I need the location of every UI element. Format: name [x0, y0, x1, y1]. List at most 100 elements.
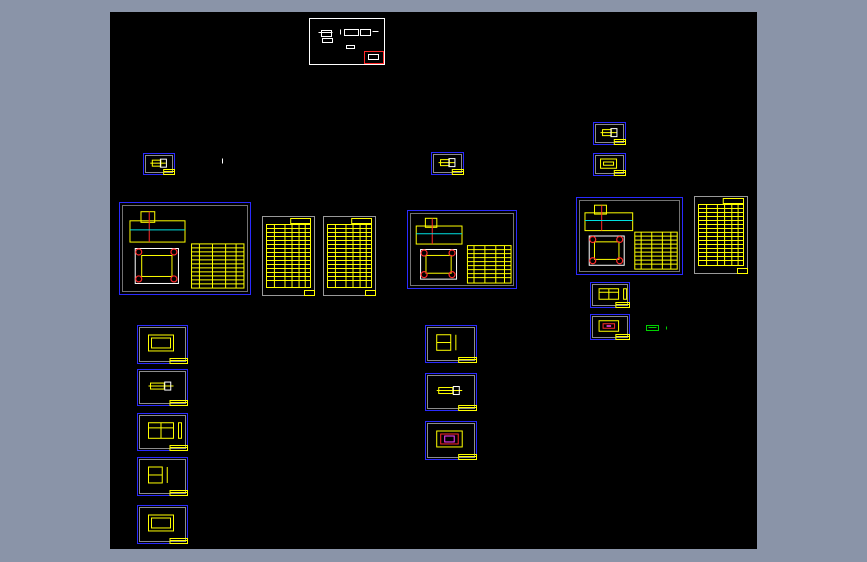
- part-outline: [436, 430, 463, 448]
- elevation-view: [129, 220, 186, 243]
- part-head: [164, 381, 172, 391]
- sheet-frame: [143, 153, 175, 175]
- table-title-block: [737, 268, 748, 274]
- part-outline: [600, 158, 618, 169]
- middle-assembly-sheet: [407, 210, 517, 289]
- left-part-sheet-5: [137, 505, 188, 544]
- table-frame: [323, 216, 376, 296]
- right-assembly-sheet: [576, 197, 683, 275]
- elevation-top: [424, 217, 438, 228]
- left-table-sheet-1: [262, 216, 315, 296]
- part-outline: [598, 320, 620, 332]
- sheet-frame: [425, 325, 477, 363]
- sheet-border: [427, 327, 475, 361]
- sheet-frame: [137, 369, 188, 406]
- sheet-border: [145, 155, 173, 173]
- sheet-frame: [593, 122, 626, 145]
- plan-cavity: [593, 241, 620, 260]
- plan-view: [588, 235, 625, 266]
- middle-part-sheet-3: [425, 421, 477, 460]
- guide-pin-hole: [420, 249, 428, 257]
- part-pocket: [151, 337, 171, 349]
- part-pocket: [603, 161, 615, 166]
- right-small-part-sheet-2: [593, 153, 626, 176]
- table-outline: [698, 204, 744, 266]
- sheet-frame: [137, 457, 188, 496]
- guide-pin-hole: [170, 275, 178, 283]
- sheet-frame: [137, 413, 188, 451]
- cover-glyph: [322, 38, 333, 43]
- middle-part-sheet-1: [425, 325, 477, 363]
- part-head: [452, 386, 460, 396]
- sheet-frame: [431, 152, 464, 175]
- cover-frame: [309, 18, 385, 65]
- sheet-frame: [590, 282, 630, 308]
- assembly-bom: [466, 245, 512, 284]
- part-cavity: [440, 433, 459, 445]
- part-side-view: [623, 288, 628, 300]
- middle-part-sheet-2: [425, 373, 477, 411]
- assembly-frame: [576, 197, 683, 275]
- left-part-sheet-3: [137, 413, 188, 451]
- plan-view: [134, 248, 179, 284]
- guide-pin-hole: [170, 248, 178, 256]
- plan-view: [420, 249, 458, 280]
- cover-glyph: [360, 29, 371, 36]
- cover-stamp: [364, 51, 384, 64]
- left-part-sheet-1: [137, 325, 188, 364]
- sheet-border: [595, 124, 624, 143]
- plan-cavity: [425, 254, 452, 274]
- assembly-bom: [634, 231, 678, 270]
- elevation-top: [594, 204, 607, 215]
- part-pocket: [151, 517, 171, 529]
- guide-pin-hole: [135, 275, 143, 283]
- cover-glyph: [321, 30, 332, 37]
- guide-pin-hole: [135, 248, 143, 256]
- part-outline: [148, 334, 174, 352]
- part-head: [610, 128, 618, 138]
- cover-glyph: [344, 29, 359, 36]
- guide-pin-hole: [589, 257, 597, 265]
- left-assembly-sheet: [119, 202, 251, 295]
- left-table-sheet-2: [323, 216, 376, 296]
- left-small-part-sheet: [143, 153, 176, 175]
- elevation-top: [140, 211, 156, 223]
- table-title-block: [365, 290, 376, 296]
- green-detail-box: [646, 325, 659, 331]
- sheet-frame: [137, 505, 188, 544]
- right-small-part-sheet-1: [593, 122, 626, 145]
- part-head: [448, 158, 456, 168]
- sheet-frame: [137, 325, 188, 364]
- assembly-border: [579, 200, 680, 272]
- assembly-bom: [191, 243, 245, 289]
- cad-model-space[interactable]: [110, 12, 757, 549]
- part-body: [438, 387, 454, 395]
- assembly-border: [122, 205, 248, 292]
- part-side-view: [178, 422, 182, 439]
- table-frame: [694, 196, 748, 274]
- middle-small-part-sheet: [431, 152, 464, 175]
- sheet-frame: [593, 153, 626, 176]
- sheet-frame: [425, 421, 477, 460]
- table-title-block: [304, 290, 315, 296]
- sheet-frame: [425, 373, 477, 411]
- assembly-frame: [119, 202, 251, 295]
- assembly-border: [410, 213, 514, 286]
- right-green-detail: [646, 325, 667, 331]
- sheet-frame: [590, 314, 630, 340]
- guide-pin-hole: [420, 271, 428, 279]
- sheet-border: [139, 415, 186, 449]
- table-heading: [722, 198, 744, 204]
- guide-pin-hole: [589, 235, 597, 244]
- sheet-border: [595, 155, 624, 174]
- part-insert: [444, 435, 455, 443]
- sheet-border: [139, 371, 186, 404]
- sheet-border: [592, 284, 628, 306]
- part-cavity: [602, 323, 616, 329]
- plan-cavity: [141, 254, 173, 277]
- cover-glyph: [346, 45, 355, 49]
- right-table-sheet: [694, 196, 748, 274]
- sheet-border: [592, 316, 628, 338]
- cover-sheet: [309, 18, 385, 65]
- sheet-border: [139, 507, 186, 542]
